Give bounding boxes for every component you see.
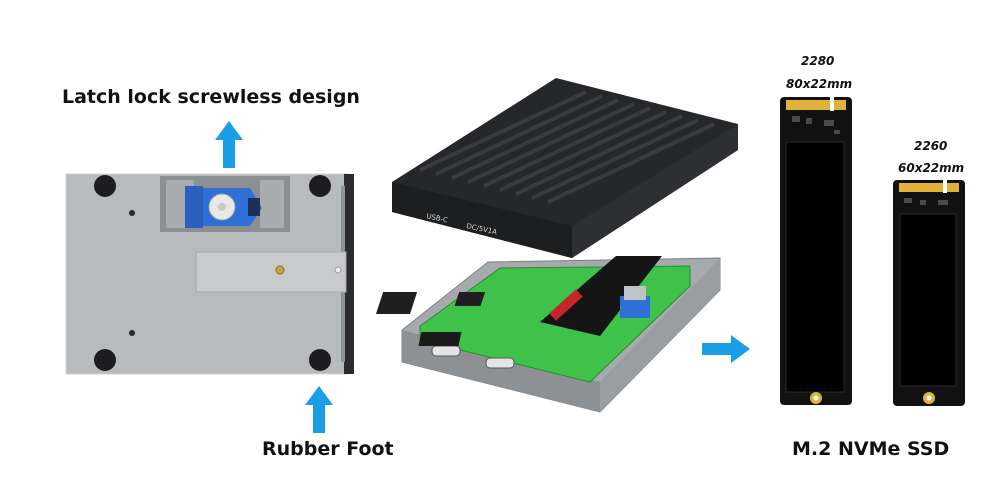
ssd-2280-dims: 80x22mm: [786, 77, 853, 91]
arrow-up-icon: [215, 121, 243, 168]
ssd-label: M.2 NVMe SSD: [792, 438, 950, 460]
rubber-foot-icon: [94, 175, 331, 371]
ssd-2260-dims: 60x22mm: [898, 161, 965, 175]
arrow-right-icon: [702, 335, 750, 363]
ssd-2280-type: 2280: [801, 54, 835, 68]
enclosure-exploded-view: USB-C DC/5V1A: [375, 78, 738, 413]
enclosure-bottom-view: [65, 173, 354, 375]
ssd-2260: [893, 180, 965, 406]
latch-label: Latch lock screwless design: [62, 86, 360, 108]
ssd-2280: [780, 97, 852, 405]
rubber-foot-label: Rubber Foot: [262, 438, 394, 460]
arrow-up-icon: [305, 386, 333, 433]
latch-lock: [185, 186, 262, 228]
ssd-2260-type: 2260: [914, 139, 948, 153]
